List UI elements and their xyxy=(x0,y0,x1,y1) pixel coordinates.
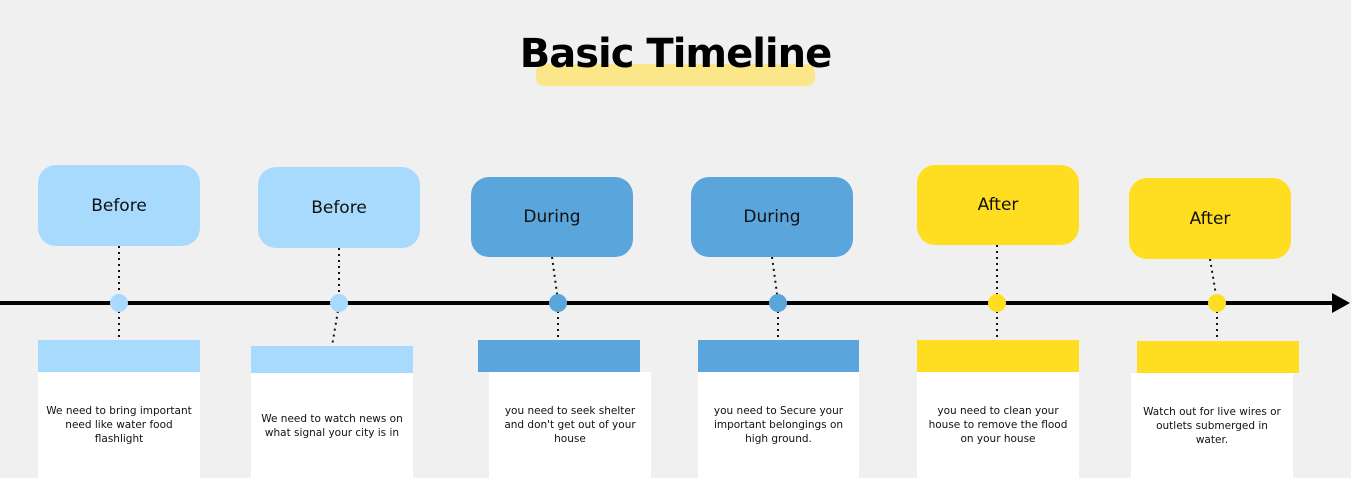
connector-4-top xyxy=(771,256,779,302)
card-header-2 xyxy=(251,346,413,373)
phase-label-3: During xyxy=(471,177,633,257)
card-header-6 xyxy=(1137,341,1299,373)
phase-label-1: Before xyxy=(38,165,200,246)
event-card-6: Watch out for live wires or outlets subm… xyxy=(1131,373,1293,478)
phase-label-6: After xyxy=(1129,178,1291,259)
page-title: Basic Timeline xyxy=(519,31,832,77)
title-highlight xyxy=(536,64,815,86)
timeline-dot-2 xyxy=(330,294,348,312)
card-header-1 xyxy=(38,340,200,372)
arrow-head-icon xyxy=(1332,293,1350,313)
event-card-4: you need to Secure your important belong… xyxy=(698,372,859,478)
timeline-dot-5 xyxy=(988,294,1006,312)
timeline-dot-4 xyxy=(769,294,787,312)
title-area: Basic Timeline xyxy=(0,28,1351,88)
phase-label-4: During xyxy=(691,177,853,257)
timeline-dot-3 xyxy=(549,294,567,312)
event-card-2: We need to watch news on what signal you… xyxy=(251,373,413,478)
event-card-5: you need to clean your house to remove t… xyxy=(917,372,1079,478)
event-card-3: you need to seek shelter and don't get o… xyxy=(489,372,651,478)
phase-label-5: After xyxy=(917,165,1079,245)
event-card-1: We need to bring important need like wat… xyxy=(38,372,200,478)
connector-6-top xyxy=(1209,258,1218,302)
card-header-5 xyxy=(917,340,1079,372)
connector-3-top xyxy=(551,256,559,302)
card-header-3 xyxy=(478,340,640,372)
timeline-axis xyxy=(0,301,1336,305)
card-header-4 xyxy=(698,340,859,372)
timeline-dot-1 xyxy=(110,294,128,312)
phase-label-2: Before xyxy=(258,167,420,248)
timeline-dot-6 xyxy=(1208,294,1226,312)
